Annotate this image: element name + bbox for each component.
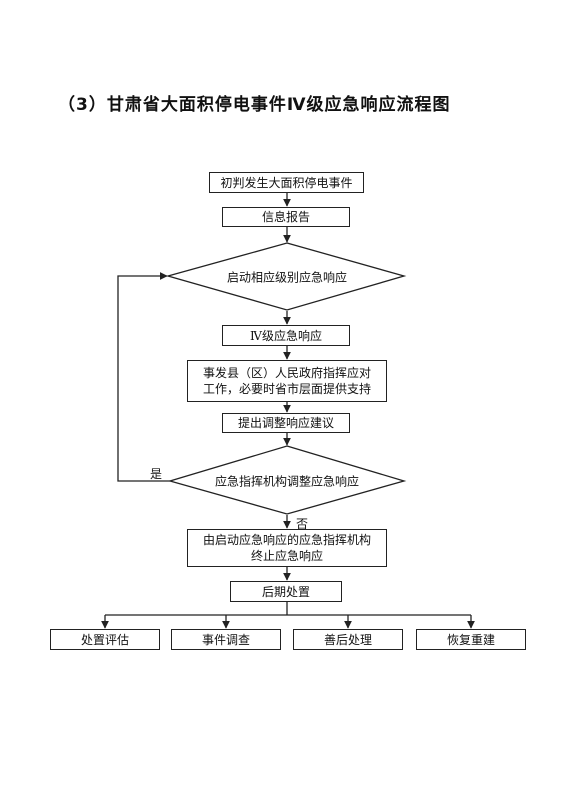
adjust-decision-diamond (167, 445, 407, 515)
start-decision-diamond (165, 242, 407, 311)
arrow-yes-loop (117, 272, 170, 482)
terminate-label-line1: 由启动应急响应的应急指挥机构 (202, 533, 371, 547)
county-command-box: 事发县（区）人民政府指挥应对 工作，必要时省市层面提供支持 (187, 360, 387, 402)
aftermath-label: 后期处置 (261, 584, 310, 599)
initial-judgment-box: 初判发生大面积停电事件 (209, 172, 364, 193)
info-report-box: 信息报告 (222, 207, 350, 227)
start-decision-label: 启动相应级别应急响应 (226, 270, 348, 285)
sub-rebuild-box: 恢复重建 (416, 629, 526, 650)
yes-label: 是 (150, 467, 163, 481)
sub-rehab-label: 善后处理 (323, 632, 372, 647)
page-title: （3）甘肃省大面积停电事件Ⅳ级应急响应流程图 (58, 95, 451, 115)
info-report-label: 信息报告 (261, 210, 310, 224)
sub-investigation-box: 事件调查 (171, 629, 281, 650)
level4-response-box: Ⅳ级应急响应 (222, 325, 350, 346)
terminate-box: 由启动应急响应的应急指挥机构 终止应急响应 (187, 529, 387, 567)
sub-investigation-label: 事件调查 (201, 632, 250, 647)
terminate-label-line2: 终止应急响应 (250, 549, 323, 563)
initial-judgment-label: 初判发生大面积停电事件 (220, 175, 353, 190)
sub-evaluation-label: 处置评估 (80, 632, 129, 647)
level4-response-label: Ⅳ级应急响应 (250, 328, 322, 343)
county-command-label-line1: 事发县（区）人民政府指挥应对 (202, 366, 371, 380)
propose-adjust-label: 提出调整响应建议 (237, 416, 334, 430)
sub-rebuild-label: 恢复重建 (446, 632, 495, 647)
sub-rehab-box: 善后处理 (293, 629, 403, 650)
aftermath-box: 后期处置 (230, 581, 342, 602)
propose-adjust-box: 提出调整响应建议 (222, 413, 350, 433)
sub-evaluation-box: 处置评估 (50, 629, 160, 650)
county-command-label-line2: 工作，必要时省市层面提供支持 (202, 382, 371, 396)
adjust-decision-label: 应急指挥机构调整应急响应 (214, 474, 360, 489)
no-label: 否 (296, 517, 309, 531)
